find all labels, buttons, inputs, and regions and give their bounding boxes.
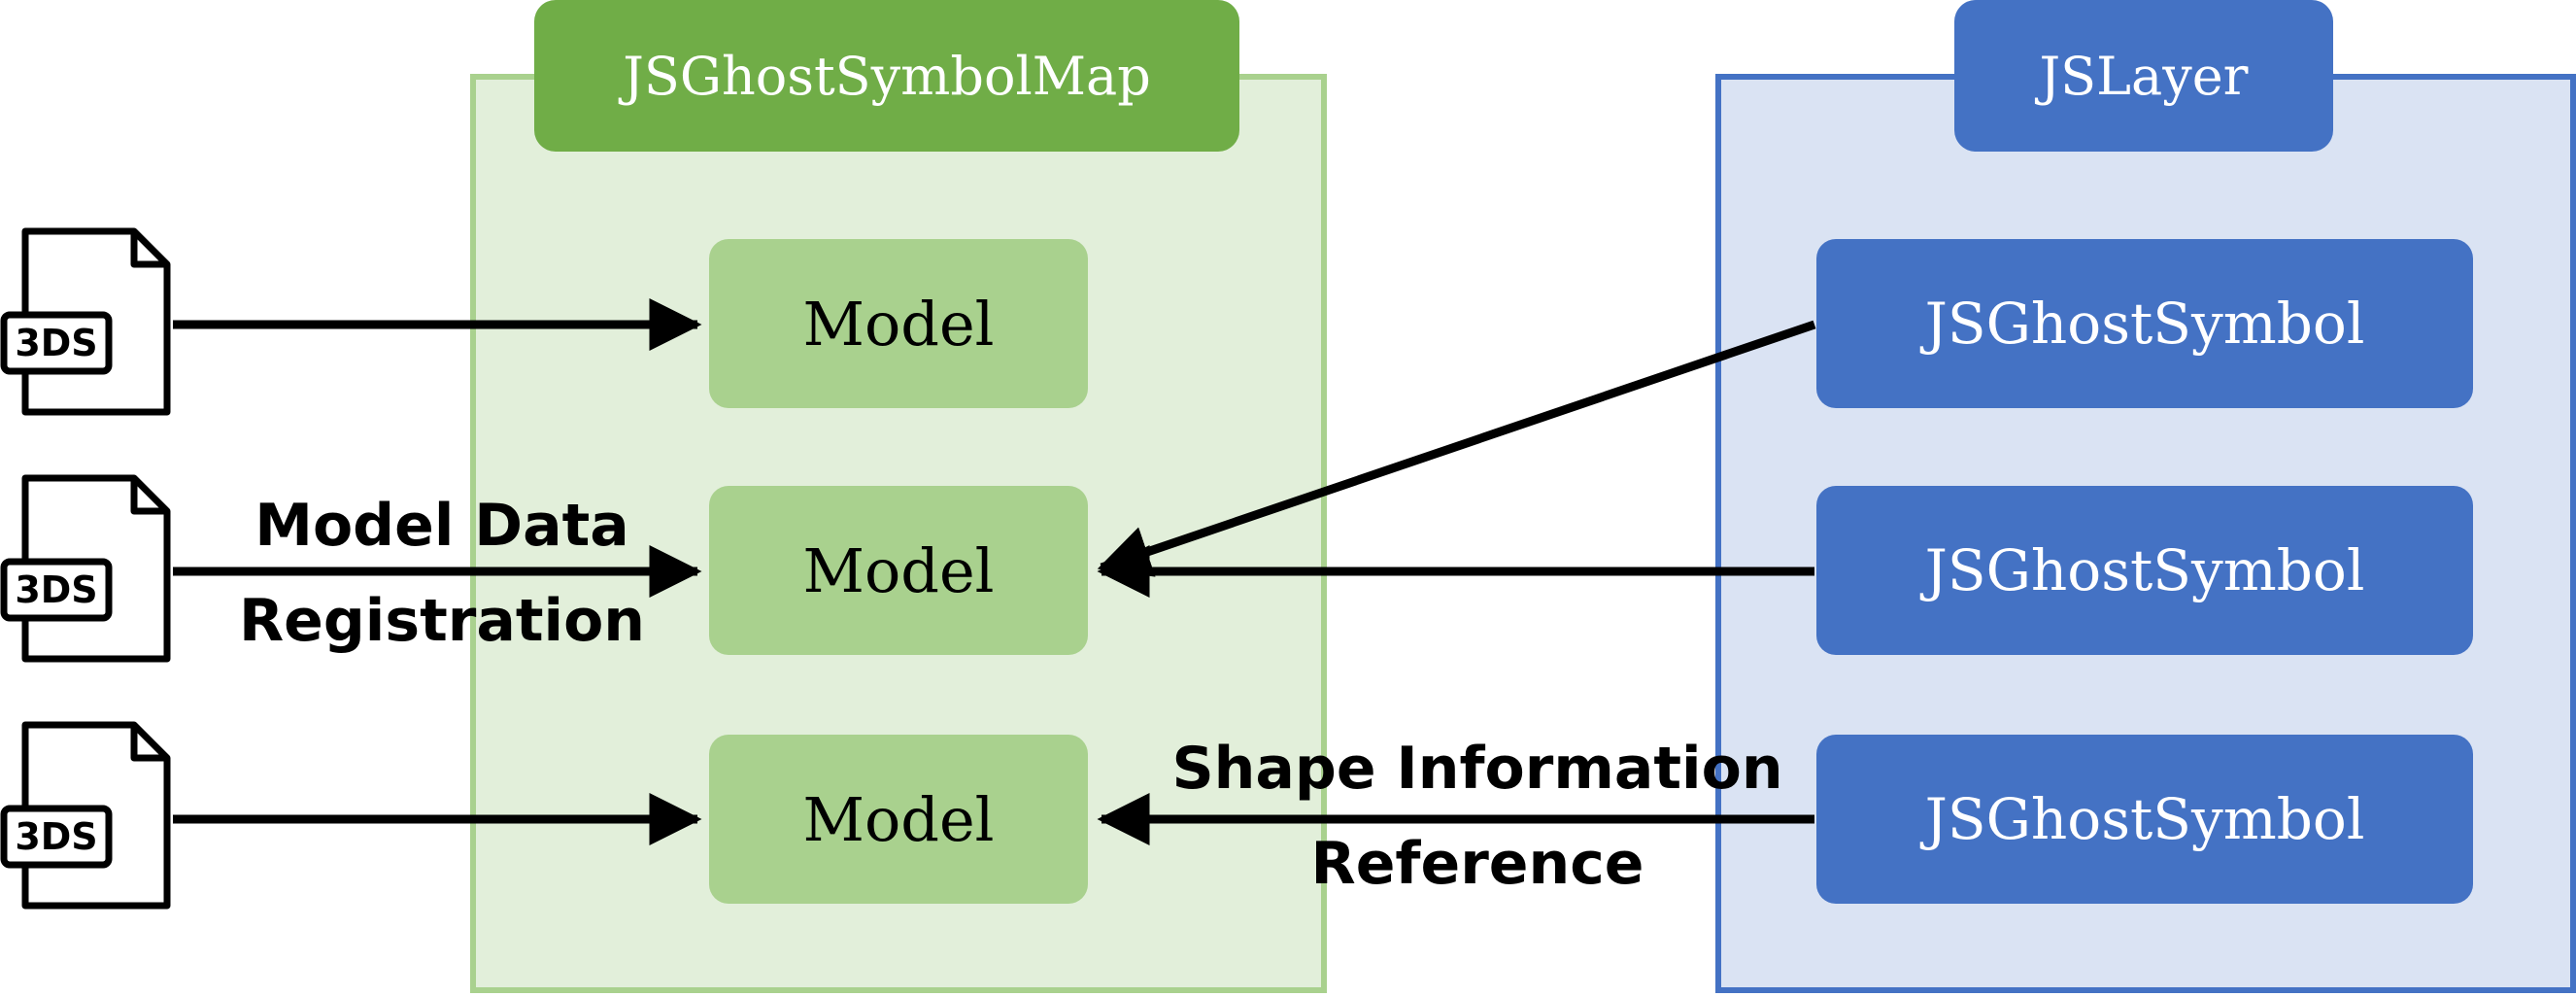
file-badge: 3DS (15, 568, 97, 611)
file-badge: 3DS (15, 322, 97, 364)
reference-label-line-1: Shape Information (1171, 735, 1783, 803)
registration-label: Model Data Registration (194, 478, 690, 669)
reference-label: Shape Information Reference (1135, 721, 1820, 911)
ghost-symbol-box-3: JSGhostSymbol (1816, 735, 2473, 904)
reference-arrow-diagonal (1097, 320, 1816, 577)
layer-header: JSLayer (1954, 0, 2333, 152)
layer-title: JSLayer (2039, 45, 2249, 107)
3ds-file-icon: 3DS (0, 474, 171, 663)
3ds-file-icon: 3DS (0, 227, 171, 416)
model-label: Model (802, 288, 995, 360)
reference-label-line-2: Reference (1310, 830, 1644, 898)
ghost-symbol-box-2: JSGhostSymbol (1816, 486, 2473, 655)
model-label: Model (802, 783, 995, 855)
registration-label-line-2: Registration (238, 587, 646, 655)
symbol-map-title: JSGhostSymbolMap (623, 45, 1151, 107)
3ds-file-icon: 3DS (0, 721, 171, 910)
model-label: Model (802, 534, 995, 606)
ghost-symbol-label: JSGhostSymbol (1924, 786, 2365, 852)
ghost-symbol-label: JSGhostSymbol (1924, 537, 2365, 603)
ghost-symbol-label: JSGhostSymbol (1924, 291, 2365, 357)
model-box-2: Model (709, 486, 1088, 655)
model-box-1: Model (709, 239, 1088, 408)
file-badge: 3DS (15, 815, 97, 858)
registration-label-line-1: Model Data (254, 492, 629, 560)
ghost-symbol-box-1: JSGhostSymbol (1816, 239, 2473, 408)
symbol-map-header: JSGhostSymbolMap (534, 0, 1239, 152)
model-box-3: Model (709, 735, 1088, 904)
